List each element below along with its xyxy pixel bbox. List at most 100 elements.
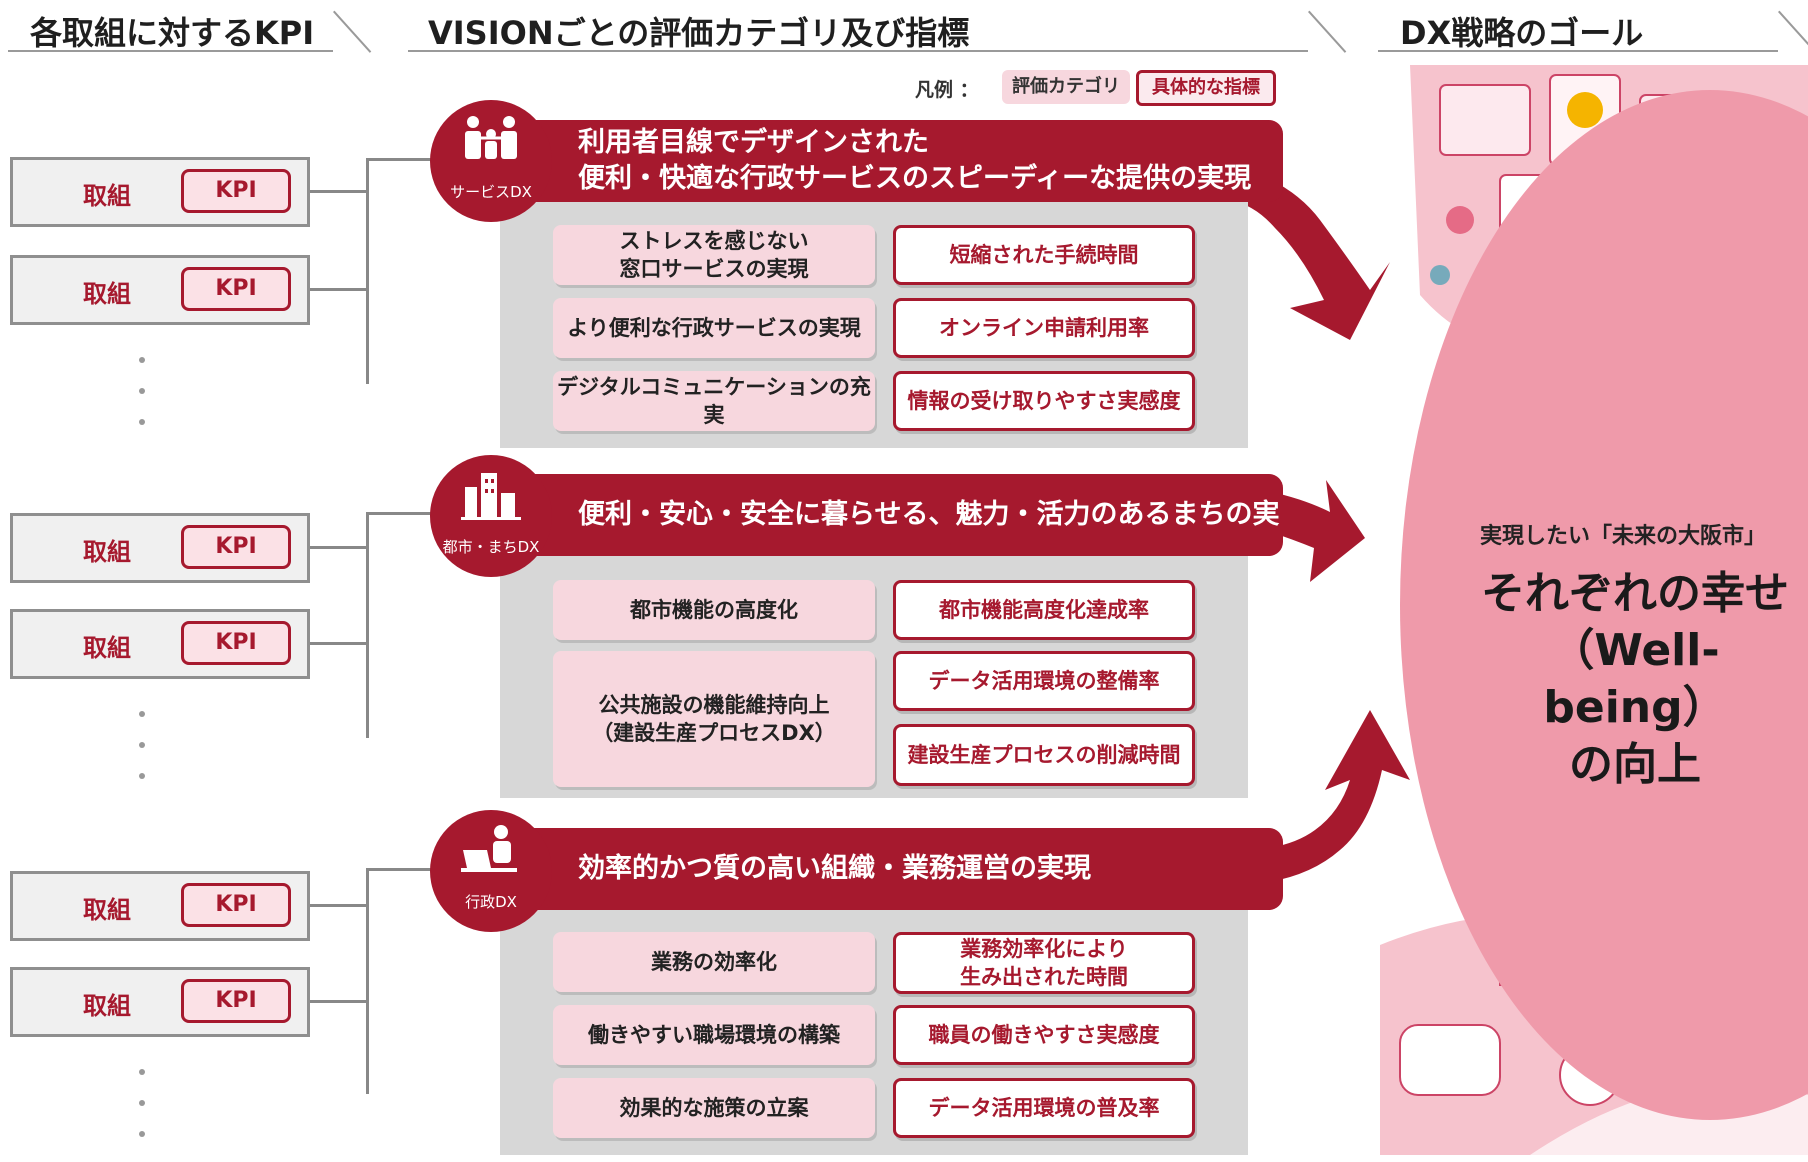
torikumi-label: 取組	[83, 992, 131, 1020]
indicator-box: データ活用環境の整備率	[893, 651, 1195, 711]
connector	[366, 868, 369, 1094]
category-text: 都市機能の高度化	[630, 598, 798, 622]
connector	[366, 158, 369, 384]
category-text: 働きやすい職場環境の構築	[588, 1023, 840, 1047]
goal-line2: （Well-being）	[1543, 625, 1727, 733]
connector	[366, 512, 436, 515]
city-dx-badge: 都市・まちDX	[430, 455, 552, 577]
legend-category: 評価カテゴリ	[1002, 70, 1130, 104]
indicator-box: オンライン申請利用率	[893, 298, 1195, 358]
ellipsis-dots	[139, 711, 147, 804]
kpi-chip: KPI	[181, 979, 291, 1023]
kpi-row: 取組 KPI	[10, 967, 310, 1037]
connector	[310, 546, 368, 549]
indicator-text: データ活用環境の普及率	[928, 1096, 1160, 1120]
vision-banner: 利用者目線でデザインされた 便利・快適な行政サービスのスピーディーな提供の実現	[468, 120, 1283, 202]
goal-subtitle: 実現したい「未来の大阪市」	[1480, 524, 1767, 549]
torikumi-label: 取組	[83, 182, 131, 210]
category-box: ストレスを感じない 窓口サービスの実現	[553, 225, 875, 285]
indicator-box: 職員の働きやすさ実感度	[893, 1005, 1195, 1065]
badge-label: 行政DX	[465, 893, 517, 911]
indicator-text: 情報の受け取りやすさ実感度	[907, 389, 1181, 413]
ellipsis-dots	[139, 1069, 147, 1162]
kpi-section-rule	[8, 50, 333, 52]
category-text: より便利な行政サービスの実現	[567, 316, 861, 340]
indicator-text: 都市機能高度化達成率	[939, 598, 1149, 622]
goal-section-slant	[1778, 10, 1808, 53]
vision-section-title: VISIONごとの評価カテゴリ及び指標	[428, 14, 970, 52]
category-box: 公共施設の機能維持向上 （建設生産プロセスDX）	[553, 651, 875, 787]
category-box: デジタルコミュニケーションの充実	[553, 371, 875, 431]
connector	[310, 1000, 368, 1003]
badge-label: サービスDX	[450, 183, 532, 201]
indicator-text: データ活用環境の整備率	[928, 669, 1160, 693]
connector	[366, 868, 436, 871]
ellipsis-dots	[139, 357, 147, 450]
category-box: 働きやすい職場環境の構築	[553, 1005, 875, 1065]
vision-section-rule	[408, 50, 1308, 52]
service-dx-badge: サービスDX	[430, 100, 552, 222]
kpi-row: 取組 KPI	[10, 157, 310, 227]
kpi-row: 取組 KPI	[10, 609, 310, 679]
connector	[310, 642, 368, 645]
category-box: より便利な行政サービスの実現	[553, 298, 875, 358]
indicator-box: データ活用環境の普及率	[893, 1078, 1195, 1138]
kpi-chip: KPI	[181, 621, 291, 665]
goal-line3: の向上	[1569, 739, 1701, 790]
connector	[366, 512, 369, 738]
indicator-text: 業務効率化により 生み出された時間	[960, 937, 1128, 989]
vision-title-line1: 効率的かつ質の高い組織・業務運営の実現	[578, 853, 1091, 884]
indicator-box: 情報の受け取りやすさ実感度	[893, 371, 1195, 431]
goal-illustration	[1380, 65, 1808, 1155]
desk-worker-icon	[461, 825, 517, 872]
category-box: 業務の効率化	[553, 932, 875, 992]
kpi-chip: KPI	[181, 525, 291, 569]
kpi-chip: KPI	[181, 169, 291, 213]
kpi-section-slant	[333, 10, 372, 53]
kpi-section-title: 各取組に対するKPI	[30, 14, 315, 52]
people-icon	[465, 116, 517, 159]
category-box: 効果的な施策の立案	[553, 1078, 875, 1138]
connector	[310, 190, 368, 193]
indicator-text: オンライン申請利用率	[939, 316, 1149, 340]
connector	[366, 158, 436, 161]
goal-title: それぞれの幸せ （Well-being） の向上	[1470, 565, 1800, 793]
kpi-row: 取組 KPI	[10, 255, 310, 325]
indicator-box: 短縮された手続時間	[893, 225, 1195, 285]
vision-title-line2: 便利・快適な行政サービスのスピーディーな提供の実現	[578, 163, 1252, 194]
connector	[310, 904, 368, 907]
category-text: デジタルコミュニケーションの充実	[557, 375, 871, 427]
indicator-text: 建設生産プロセスの削減時間	[907, 743, 1181, 767]
indicator-text: 短縮された手続時間	[949, 243, 1139, 267]
indicator-box: 都市機能高度化達成率	[893, 580, 1195, 640]
legend-indicator: 具体的な指標	[1136, 70, 1276, 106]
connector	[310, 288, 368, 291]
torikumi-label: 取組	[83, 280, 131, 308]
kpi-row: 取組 KPI	[10, 513, 310, 583]
category-box: 都市機能の高度化	[553, 580, 875, 640]
legend-label: 凡例 ：	[915, 79, 979, 101]
vision-title-line1: 利用者目線でデザインされた	[578, 127, 929, 158]
torikumi-label: 取組	[83, 538, 131, 566]
goal-section-title: DX戦略のゴール	[1400, 14, 1644, 52]
category-text: 業務の効率化	[651, 950, 777, 974]
kpi-chip: KPI	[181, 883, 291, 927]
vision-banner: 効率的かつ質の高い組織・業務運営の実現	[468, 828, 1283, 910]
torikumi-label: 取組	[83, 896, 131, 924]
vision-section-slant	[1308, 10, 1347, 53]
kpi-row: 取組 KPI	[10, 871, 310, 941]
category-text: 公共施設の機能維持向上 （建設生産プロセスDX）	[592, 693, 836, 745]
indicator-text: 職員の働きやすさ実感度	[928, 1023, 1160, 1047]
buildings-icon	[461, 473, 521, 520]
kpi-chip: KPI	[181, 267, 291, 311]
category-text: 効果的な施策の立案	[619, 1096, 809, 1120]
goal-section-rule	[1378, 50, 1778, 52]
admin-dx-badge: 行政DX	[430, 810, 552, 932]
vision-banner: 便利・安心・安全に暮らせる、魅力・活力のあるまちの実現	[468, 474, 1283, 612]
torikumi-label: 取組	[83, 634, 131, 662]
indicator-box: 業務効率化により 生み出された時間	[893, 932, 1195, 994]
indicator-box: 建設生産プロセスの削減時間	[893, 724, 1195, 786]
goal-line1: それぞれの幸せ	[1481, 568, 1789, 619]
badge-label: 都市・まちDX	[442, 538, 540, 556]
category-text: ストレスを感じない 窓口サービスの実現	[619, 229, 809, 281]
